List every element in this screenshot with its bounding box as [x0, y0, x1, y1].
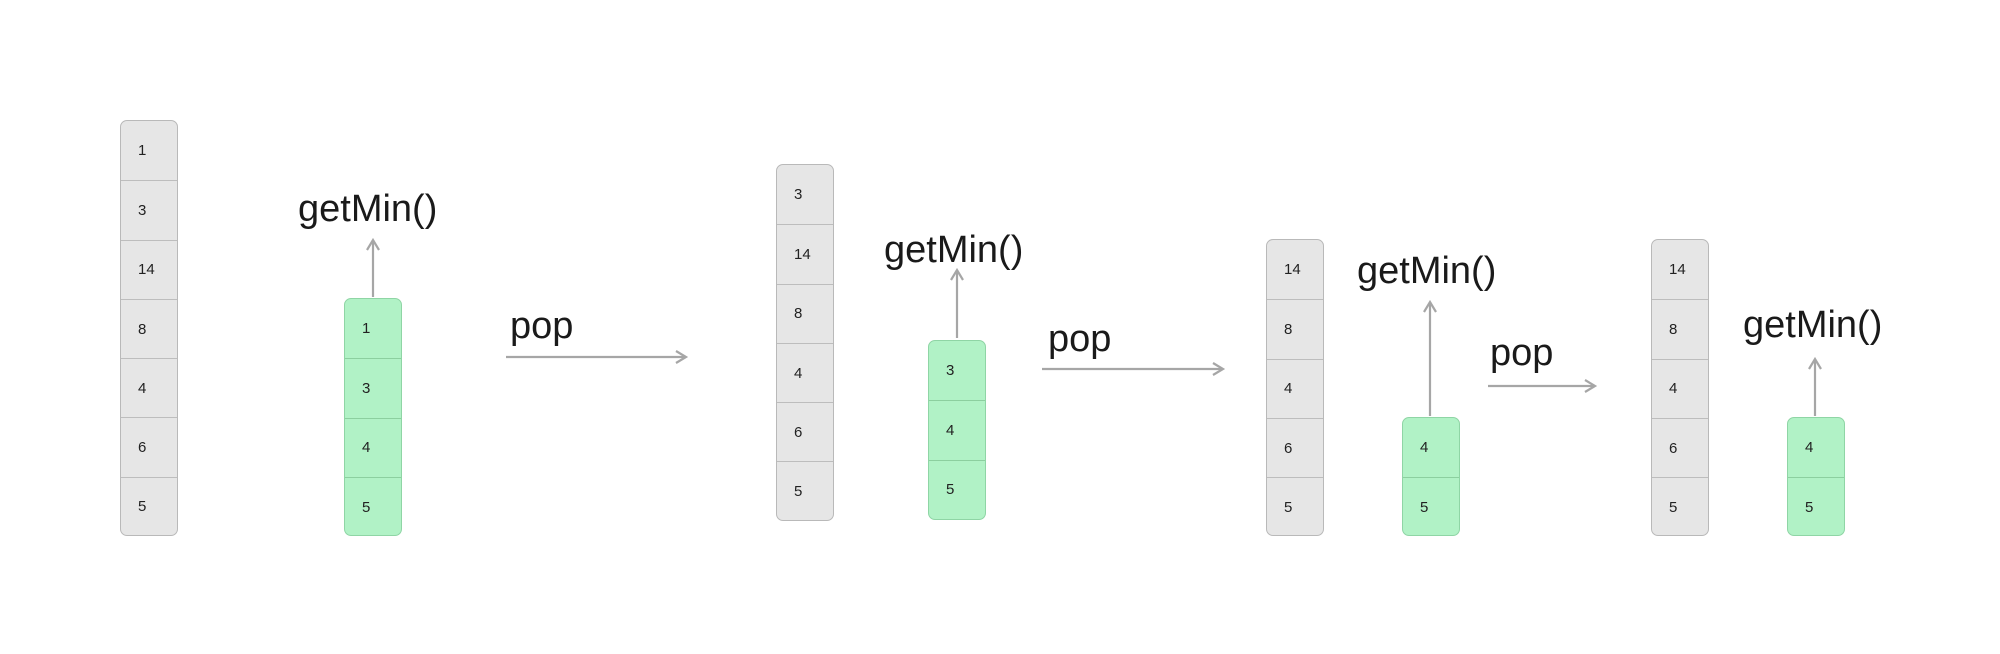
- main-stack-1: 1 3 14 8 4 6 5: [120, 120, 178, 536]
- main-stack-cell: 5: [1652, 477, 1708, 535]
- main-stack-2: 3 14 8 4 6 5: [776, 164, 834, 521]
- getmin-label-4: getMin(): [1743, 304, 1883, 346]
- main-stack-cell: 14: [121, 239, 177, 299]
- min-stack-cell: 4: [1805, 439, 1814, 457]
- min-stack-cell: 5: [345, 476, 401, 535]
- min-stack-1: 1 3 4 5: [344, 298, 402, 536]
- pop-label-2: pop: [1048, 318, 1112, 360]
- main-stack-cell: 5: [1267, 477, 1323, 535]
- main-stack-cell: 8: [1652, 299, 1708, 358]
- main-stack-cell: 3: [794, 186, 803, 204]
- pop-label-1: pop: [510, 305, 574, 347]
- main-stack-cell: 4: [777, 342, 833, 402]
- main-stack-cell: 14: [1669, 261, 1686, 279]
- main-stack-cell: 3: [121, 180, 177, 239]
- main-stack-3: 14 8 4 6 5: [1266, 239, 1324, 536]
- min-stack-cell: 5: [1403, 477, 1459, 535]
- min-stack-2: 3 4 5: [928, 340, 986, 520]
- main-stack-cell: 8: [121, 298, 177, 358]
- main-stack-cell: 8: [1267, 299, 1323, 358]
- min-stack-cell: 3: [946, 362, 955, 380]
- getmin-label-3: getMin(): [1357, 250, 1497, 292]
- main-stack-4: 14 8 4 6 5: [1651, 239, 1709, 536]
- pop-label-3: pop: [1490, 332, 1554, 374]
- min-stack-3: 4 5: [1402, 417, 1460, 536]
- main-stack-cell: 6: [777, 402, 833, 461]
- main-stack-cell: 6: [1652, 417, 1708, 477]
- min-stack-cell: 5: [1788, 477, 1844, 535]
- main-stack-cell: 4: [1267, 358, 1323, 418]
- min-stack-cell: 4: [1420, 439, 1429, 457]
- main-stack-cell: 5: [121, 476, 177, 535]
- main-stack-cell: 6: [121, 417, 177, 476]
- min-stack-cell: 1: [362, 320, 371, 338]
- main-stack-cell: 5: [777, 461, 833, 520]
- min-stack-cell: 5: [929, 459, 985, 519]
- main-stack-cell: 1: [138, 142, 147, 160]
- main-stack-cell: 4: [121, 358, 177, 417]
- main-stack-cell: 14: [1284, 261, 1301, 279]
- min-stack-cell: 4: [929, 400, 985, 459]
- main-stack-cell: 6: [1267, 417, 1323, 477]
- min-stack-cell: 3: [345, 358, 401, 417]
- getmin-label-2: getMin(): [884, 229, 1024, 271]
- main-stack-cell: 14: [777, 224, 833, 283]
- getmin-label-1: getMin(): [298, 188, 438, 230]
- main-stack-cell: 4: [1652, 358, 1708, 418]
- min-stack-cell: 4: [345, 417, 401, 477]
- min-stack-4: 4 5: [1787, 417, 1845, 536]
- main-stack-cell: 8: [777, 283, 833, 343]
